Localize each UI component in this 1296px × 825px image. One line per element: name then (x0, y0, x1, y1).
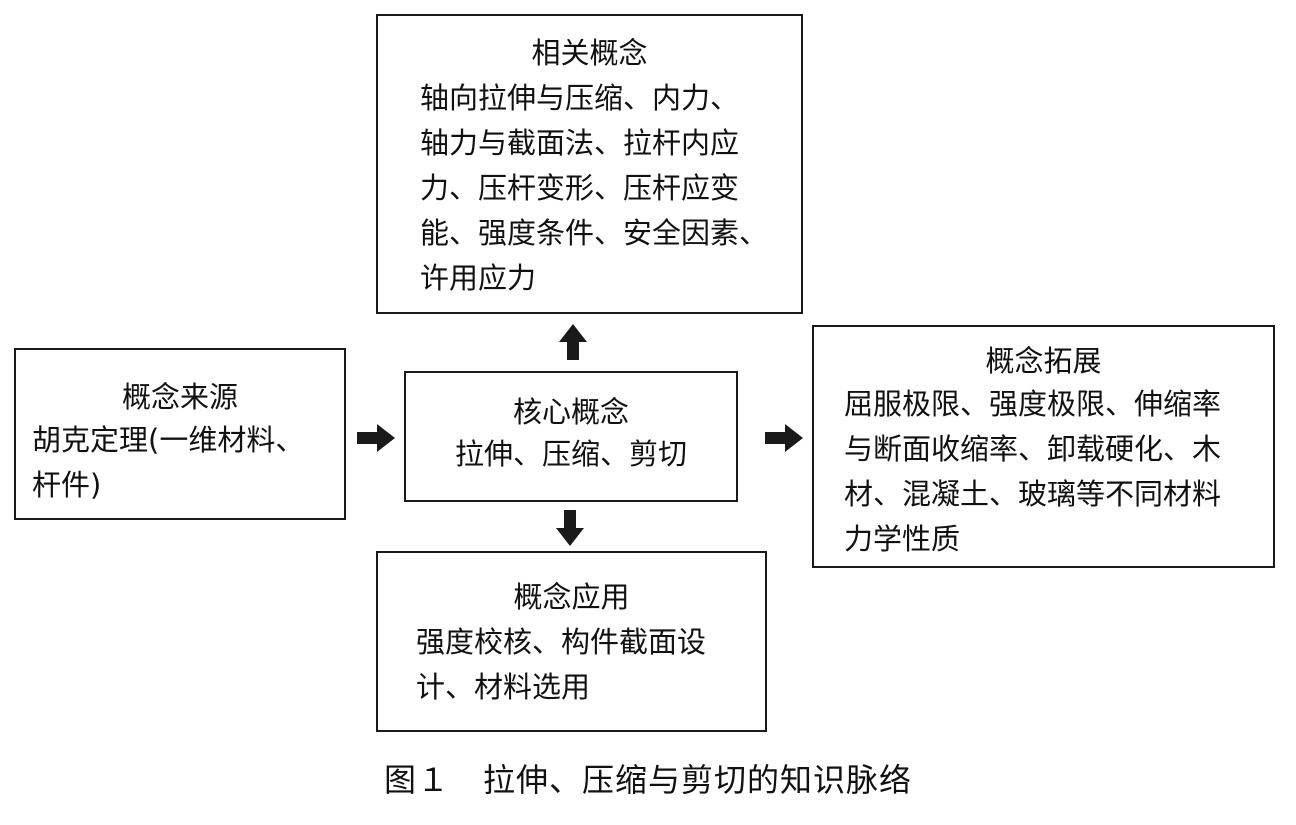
concept-source-title: 概念来源 (121, 380, 238, 414)
core-concept-body: 拉伸、压缩、剪切 (454, 437, 687, 471)
arrow-right-source-icon (357, 424, 395, 452)
core-concept-box: 核心概念 拉伸、压缩、剪切 (404, 371, 738, 502)
related-concepts-body: 轴向拉伸与压缩、内力、 轴力与截面法、拉杆内应 力、压杆变形、压杆应变 能、强度… (420, 81, 769, 295)
arrow-up-icon (559, 324, 587, 360)
concept-extension-body: 屈服极限、强度极限、伸缩率 与断面收缩率、卸载硬化、木 材、混凝土、玻璃等不同材… (844, 387, 1222, 556)
related-concepts-box: 相关概念 轴向拉伸与压缩、内力、 轴力与截面法、拉杆内应 力、压杆变形、压杆应变… (376, 14, 803, 314)
related-concepts-title: 相关概念 (531, 36, 648, 70)
figure-caption: 图１ 拉伸、压缩与剪切的知识脉络 (383, 761, 912, 799)
arrow-down-icon (556, 510, 584, 546)
concept-source-body: 胡克定理(一维材料、 杆件) (32, 423, 305, 502)
concept-source-box: 概念来源 胡克定理(一维材料、 杆件) (14, 348, 346, 520)
concept-application-box: 概念应用 强度校核、构件截面设 计、材料选用 (376, 551, 767, 732)
arrow-right-extension-icon (765, 424, 803, 452)
concept-extension-box: 概念拓展 屈服极限、强度极限、伸缩率 与断面收缩率、卸载硬化、木 材、混凝土、玻… (812, 325, 1275, 568)
concept-application-body: 强度校核、构件截面设 计、材料选用 (416, 625, 707, 704)
concept-extension-title: 概念拓展 (985, 344, 1102, 378)
concept-application-title: 概念应用 (513, 580, 630, 614)
core-concept-title: 核心概念 (512, 395, 629, 429)
